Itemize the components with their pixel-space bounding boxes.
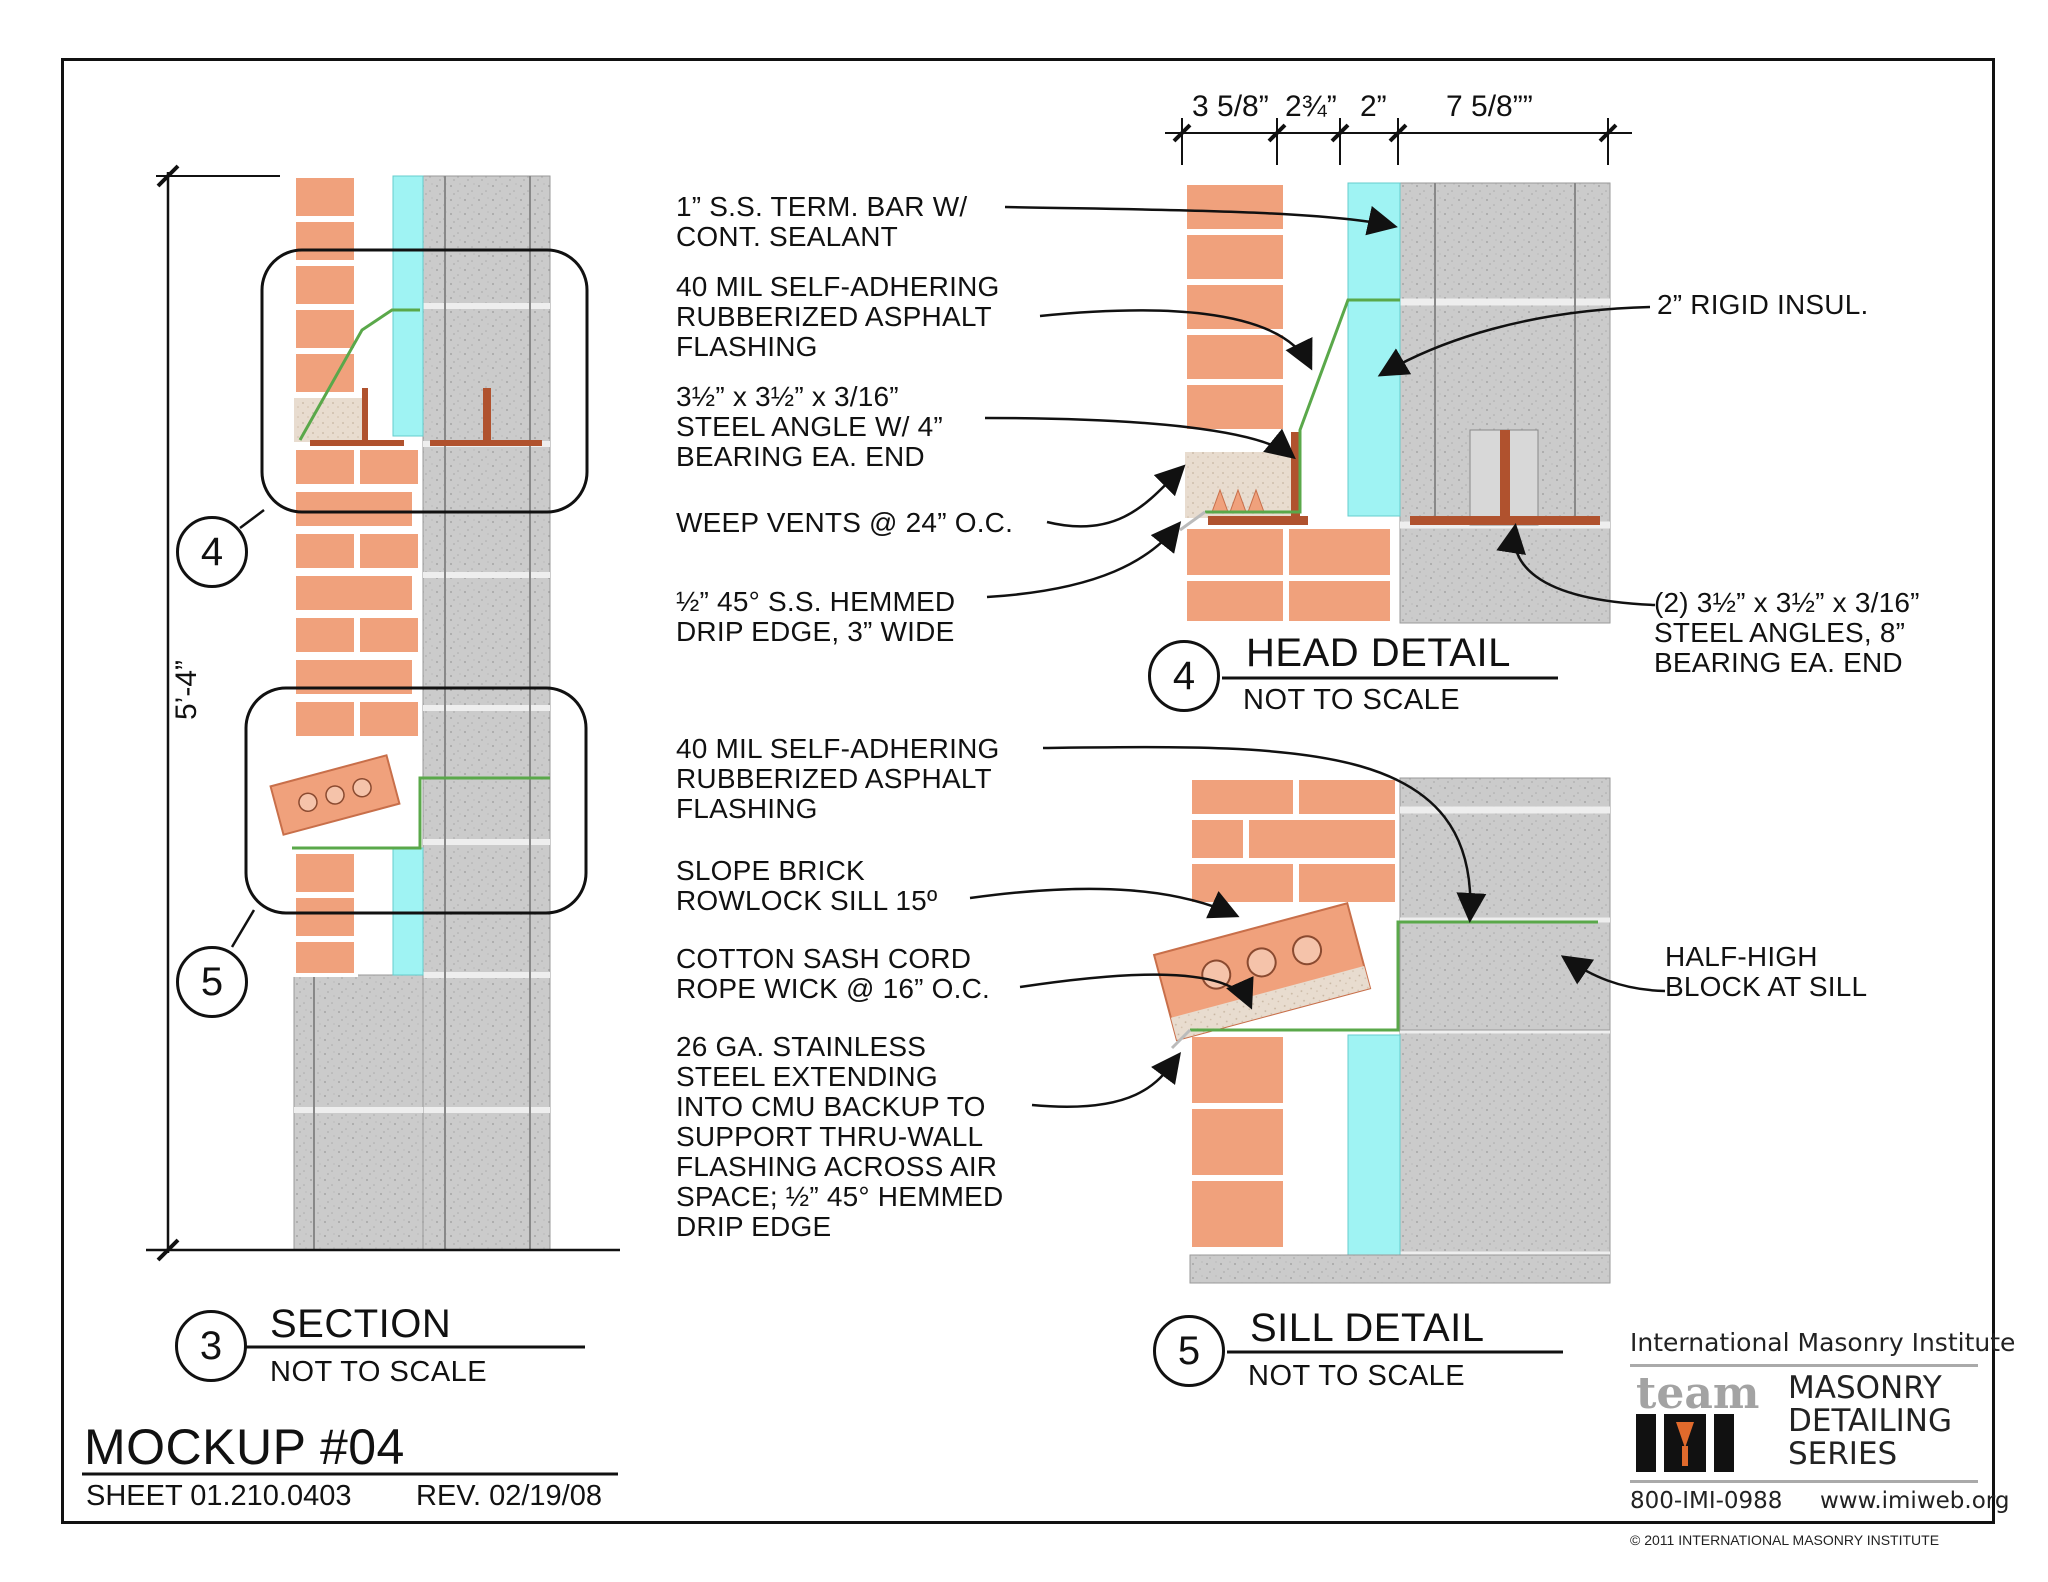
logo-website: www.imiweb.org — [1820, 1488, 2010, 1514]
section-scale: NOT TO SCALE — [270, 1356, 488, 1388]
logo-series-1: MASONRY — [1788, 1370, 1942, 1406]
logo-series-3: SERIES — [1788, 1436, 1898, 1472]
callout-drip-edge-head: ½” 45° S.S. HEMMED DRIP EDGE, 3” WIDE — [676, 586, 956, 647]
callout-weep-vents: WEEP VENTS @ 24” O.C. — [676, 507, 1014, 538]
dimension-head-1: 3 5/8” — [1192, 90, 1269, 123]
sill-detail-bubble: 5 — [1153, 1315, 1225, 1387]
callout-half-high-block: HALF-HIGH BLOCK AT SILL — [1665, 941, 1868, 1002]
callout-stainless-steel: 26 GA. STAINLESS STEEL EXTENDING INTO CM… — [676, 1031, 1004, 1242]
callout-sash-cord: COTTON SASH CORD ROPE WICK @ 16” O.C. — [676, 943, 991, 1004]
logo-series-2: DETAILING — [1788, 1403, 1952, 1439]
logo-rule-bottom — [1630, 1480, 1978, 1483]
dimension-head-2: 2¾” — [1285, 90, 1337, 123]
callout-flashing-sill: 40 MIL SELF-ADHERING RUBBERIZED ASPHALT … — [676, 733, 1000, 824]
dimension-height: 5’-4” — [170, 659, 203, 720]
sheet-title: MOCKUP #04 — [84, 1419, 405, 1475]
leader-lines — [969, 205, 1666, 1108]
section-wall — [146, 164, 620, 1262]
head-detail-bubble: 4 — [1148, 640, 1220, 712]
section-title-bubble: 3 — [175, 1310, 247, 1382]
sheet-number: SHEET 01.210.0403 — [86, 1480, 352, 1512]
callout-rigid-insul: 2” RIGID INSUL. — [1657, 289, 1869, 320]
sill-detail-drawing — [1152, 776, 1611, 1354]
sill-detail-scale: NOT TO SCALE — [1248, 1360, 1466, 1392]
section-title: SECTION — [270, 1302, 452, 1346]
dimension-head-4: 7 5/8”” — [1446, 90, 1533, 123]
logo-rule-top — [1630, 1364, 1978, 1367]
sheet-revision: REV. 02/19/08 — [416, 1480, 602, 1512]
callout-flashing-head: 40 MIL SELF-ADHERING RUBBERIZED ASPHALT … — [676, 271, 1000, 362]
section-bubble-head: 4 — [176, 516, 248, 588]
dimension-head-3: 2” — [1360, 90, 1387, 123]
copyright: © 2011 INTERNATIONAL MASONRY INSTITUTE — [1630, 1532, 1940, 1548]
callout-steel-angles-block: (2) 3½” x 3½” x 3/16” STEEL ANGLES, 8” B… — [1654, 587, 1920, 678]
logo-imi-mark — [1636, 1414, 1734, 1472]
sill-detail-title: SILL DETAIL — [1250, 1306, 1485, 1350]
logo-org-name: International Masonry Institute — [1630, 1328, 2016, 1357]
callout-steel-angle: 3½” x 3½” x 3/16” STEEL ANGLE W/ 4” BEAR… — [676, 381, 943, 472]
logo-phone: 800-IMI-0988 — [1630, 1488, 1783, 1514]
head-detail-scale: NOT TO SCALE — [1243, 684, 1461, 716]
head-detail-drawing — [1165, 118, 1632, 680]
callout-term-bar: 1” S.S. TERM. BAR W/ CONT. SEALANT — [676, 191, 968, 252]
drawing-border — [61, 58, 1995, 1524]
callout-rowlock-sill: SLOPE BRICK ROWLOCK SILL 15º — [676, 855, 938, 916]
section-bubble-sill: 5 — [176, 946, 248, 1018]
logo-team: team — [1636, 1368, 1760, 1419]
head-detail-title: HEAD DETAIL — [1246, 631, 1511, 675]
